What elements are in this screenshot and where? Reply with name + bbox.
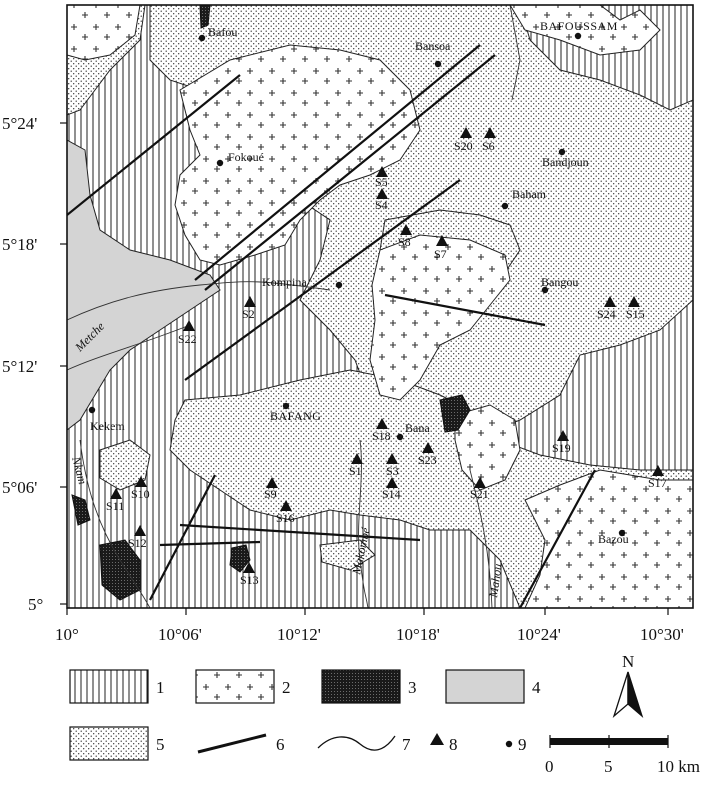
town-kekem: Kekem bbox=[90, 419, 125, 433]
unit-2-area bbox=[67, 5, 141, 61]
scale-label-10: 10 km bbox=[657, 757, 700, 776]
legend-swatch-3 bbox=[321, 669, 401, 704]
unit-5-area bbox=[99, 439, 151, 491]
faults bbox=[67, 44, 596, 608]
sample-s10: S10 bbox=[131, 487, 150, 501]
sample-s12: S12 bbox=[128, 536, 147, 550]
legend-swatch-7 bbox=[317, 735, 396, 751]
legend-swatch-9 bbox=[505, 740, 513, 748]
legend: 1 2 3 4 5 6 7 8 9 bbox=[69, 669, 541, 761]
town-markers bbox=[88, 32, 626, 537]
sample-s20: S20 bbox=[454, 139, 473, 153]
sample-s18: S18 bbox=[372, 429, 391, 443]
y-label-06: 5°06' bbox=[2, 478, 37, 497]
x-label-1024: 10°24' bbox=[517, 625, 561, 644]
sample-s13: S13 bbox=[240, 573, 259, 587]
legend-swatch-8 bbox=[430, 733, 444, 745]
sample-markers bbox=[110, 127, 664, 573]
x-label-1030: 10°30' bbox=[640, 625, 684, 644]
unit-3-area bbox=[71, 494, 91, 526]
sample-s15: S15 bbox=[626, 307, 645, 321]
unit-4-area bbox=[67, 139, 221, 431]
sample-s5: S5 bbox=[375, 175, 388, 189]
legend-label-8: 8 bbox=[449, 735, 458, 754]
map-body bbox=[67, 5, 693, 608]
legend-swatch-4 bbox=[445, 669, 525, 704]
sample-s24: S24 bbox=[597, 307, 616, 321]
town-bazou: Bazou bbox=[598, 532, 629, 546]
sample-s19: S19 bbox=[552, 441, 571, 455]
sample-labels: S20 S6 S5 S4 S8 S7 S24 S15 S2 S22 S18 S2… bbox=[106, 139, 667, 587]
town-bana: Bana bbox=[405, 421, 430, 435]
rivers bbox=[67, 5, 521, 608]
town-bandjoun: Bandjoun bbox=[542, 155, 589, 169]
river-mahou: Mahou bbox=[486, 563, 505, 600]
town-bafou: Bafou bbox=[208, 25, 237, 39]
unit-2-area bbox=[509, 5, 661, 56]
town-baham: Baham bbox=[512, 187, 547, 201]
legend-swatch-1 bbox=[69, 669, 149, 704]
x-label-10: 10° bbox=[55, 625, 79, 644]
north-arrow: N bbox=[612, 652, 644, 718]
sample-s8: S8 bbox=[398, 235, 411, 249]
unit-5-area bbox=[319, 539, 376, 571]
sample-s17: S17 bbox=[648, 476, 667, 490]
x-label-1018: 10°18' bbox=[396, 625, 440, 644]
sample-s14: S14 bbox=[382, 487, 401, 501]
town-kompina: Kompina bbox=[262, 275, 307, 289]
scale-label-0: 0 bbox=[545, 757, 554, 776]
legend-swatch-2 bbox=[195, 669, 275, 704]
sample-s1: S1 bbox=[349, 464, 362, 478]
unit-2-area bbox=[174, 44, 421, 266]
legend-label-6: 6 bbox=[276, 735, 285, 754]
sample-s6: S6 bbox=[482, 139, 495, 153]
sample-s21: S21 bbox=[470, 487, 489, 501]
unit-3-area bbox=[229, 544, 251, 573]
sample-s3: S3 bbox=[386, 464, 399, 478]
unit-2-area bbox=[454, 404, 521, 491]
x-label-1012: 10°12' bbox=[277, 625, 321, 644]
unit-2-area bbox=[524, 469, 693, 608]
legend-label-7: 7 bbox=[402, 735, 411, 754]
town-bansoa: Bansoa bbox=[415, 39, 451, 53]
legend-label-1: 1 bbox=[156, 678, 165, 697]
y-label-12: 5°12' bbox=[2, 357, 37, 376]
town-bangou: Bangou bbox=[541, 275, 578, 289]
legend-swatch-6 bbox=[197, 733, 267, 754]
sample-s22: S22 bbox=[178, 332, 197, 346]
legend-label-4: 4 bbox=[532, 678, 541, 697]
town-bafoussam: BAFOUSSAM bbox=[540, 19, 618, 33]
scale-bar: 0 5 10 km bbox=[545, 735, 700, 776]
sample-s2: S2 bbox=[242, 307, 255, 321]
legend-label-3: 3 bbox=[408, 678, 417, 697]
sample-s11: S11 bbox=[106, 499, 124, 513]
north-label: N bbox=[622, 652, 634, 671]
sample-s23: S23 bbox=[418, 453, 437, 467]
map-frame bbox=[66, 4, 694, 609]
unit-3-area bbox=[439, 394, 471, 433]
sample-s4: S4 bbox=[375, 198, 388, 212]
unit-3-area bbox=[99, 539, 141, 601]
axis-ticks bbox=[60, 122, 669, 615]
sample-s7: S7 bbox=[434, 247, 447, 261]
x-label-1006: 10°06' bbox=[158, 625, 202, 644]
unit-3-area bbox=[199, 5, 211, 29]
y-label-24: 5°24' bbox=[2, 114, 37, 133]
unit-2-area bbox=[369, 234, 511, 401]
legend-swatch-5 bbox=[69, 726, 149, 761]
y-label-18: 5°18' bbox=[2, 235, 37, 254]
sample-s16: S16 bbox=[276, 511, 295, 525]
y-label-00: 5° bbox=[28, 595, 43, 614]
town-fokoue: Fokoué bbox=[228, 150, 264, 164]
legend-label-2: 2 bbox=[282, 678, 291, 697]
legend-label-9: 9 bbox=[518, 735, 527, 754]
town-bafang: BAFANG bbox=[270, 409, 321, 423]
legend-label-5: 5 bbox=[156, 735, 165, 754]
sample-s9: S9 bbox=[264, 487, 277, 501]
scale-label-5: 5 bbox=[604, 757, 613, 776]
